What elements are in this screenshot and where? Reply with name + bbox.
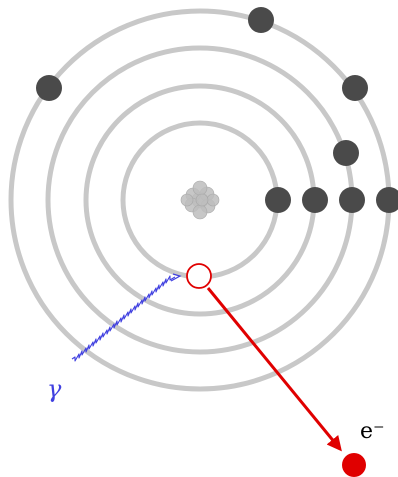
nucleus-icon xyxy=(180,180,220,220)
vacancy-icon xyxy=(186,263,212,289)
ejected-electron-icon xyxy=(342,453,366,477)
electron-icon xyxy=(376,187,398,213)
photon-icon xyxy=(71,273,182,362)
bound-electrons xyxy=(36,7,398,213)
ejection-arrow xyxy=(206,287,342,452)
electron-icon xyxy=(265,187,291,213)
electron-icon xyxy=(36,75,62,101)
electron-label: e⁻ xyxy=(360,419,385,444)
electron-icon xyxy=(248,7,274,33)
electron-icon xyxy=(302,187,328,213)
photon-label: γ xyxy=(47,375,62,403)
electron-icon xyxy=(342,75,368,101)
electron-icon xyxy=(333,140,359,166)
electron-icon xyxy=(339,187,365,213)
